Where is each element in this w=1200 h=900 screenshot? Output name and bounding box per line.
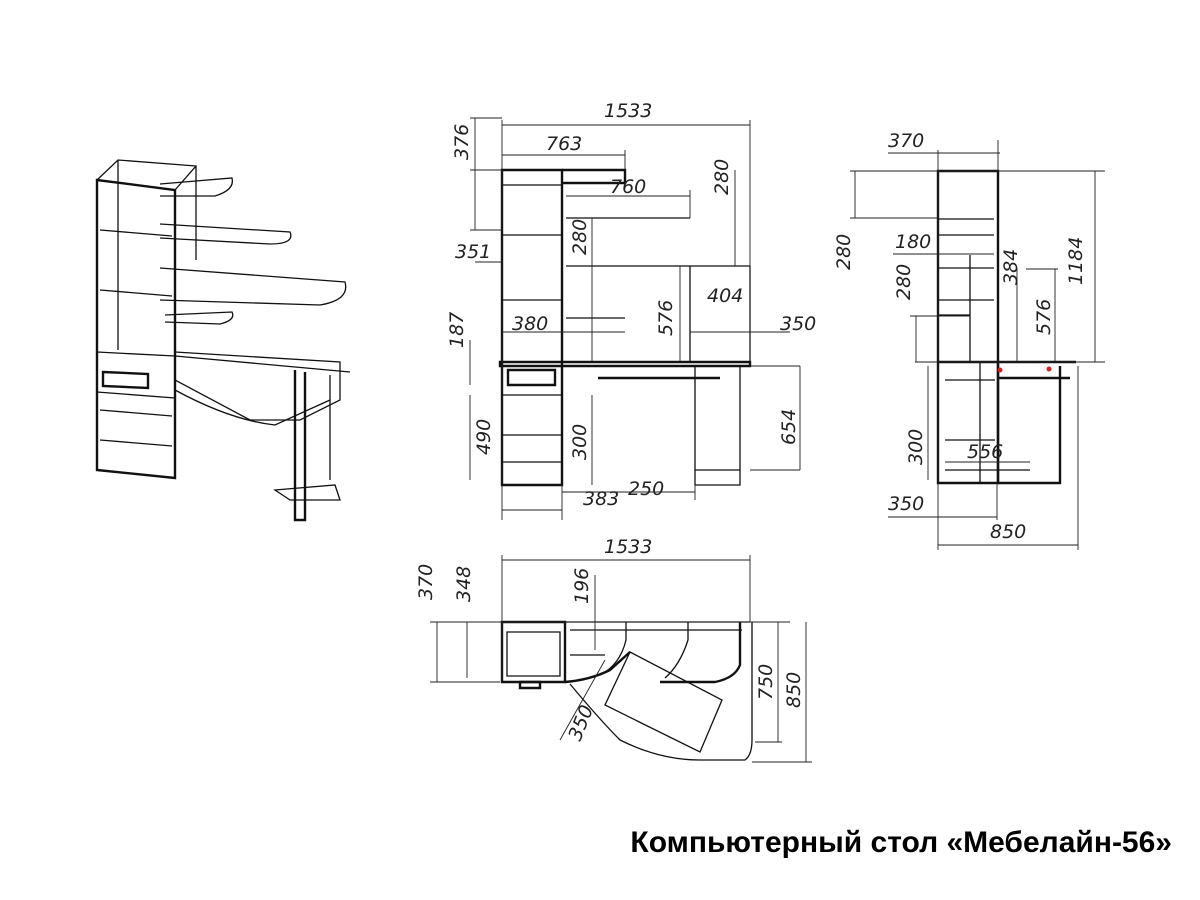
svg-text:280: 280 [893,264,915,300]
svg-text:1533: 1533 [604,536,652,558]
svg-text:760: 760 [610,176,646,198]
svg-text:300: 300 [569,424,591,460]
svg-text:850: 850 [783,672,805,708]
svg-text:404: 404 [707,285,743,307]
svg-text:376: 376 [451,124,473,160]
svg-text:383: 383 [583,488,619,510]
side-view [850,140,1105,550]
isometric-view [95,159,351,522]
svg-text:350: 350 [564,702,598,744]
svg-text:763: 763 [546,133,582,155]
svg-text:187: 187 [446,312,468,348]
svg-text:370: 370 [415,564,437,600]
svg-text:350: 350 [888,493,924,515]
front-view [469,117,801,520]
svg-text:556: 556 [967,441,1003,463]
front-dimension-labels: 1533 763 760 280 376 280 351 404 576 380… [446,100,816,510]
top-view [430,555,812,763]
svg-text:280: 280 [569,219,591,255]
svg-text:1184: 1184 [1065,237,1087,285]
svg-text:351: 351 [455,241,491,263]
svg-text:280: 280 [833,234,855,270]
svg-text:654: 654 [778,409,800,445]
svg-text:850: 850 [990,521,1026,543]
side-dimension-labels: 370 280 180 280 384 576 1184 300 556 350… [833,130,1087,543]
svg-text:576: 576 [1033,299,1055,335]
svg-text:300: 300 [905,429,927,465]
svg-text:380: 380 [512,313,548,335]
svg-text:250: 250 [628,478,664,500]
svg-text:576: 576 [655,300,677,336]
svg-text:490: 490 [473,419,495,455]
svg-text:350: 350 [780,313,816,335]
svg-text:180: 180 [895,231,931,253]
drawing-title: Компьютерный стол «Мебелайн-56» [630,826,1172,859]
top-dimension-labels: 1533 370 348 196 350 750 850 [415,536,805,744]
svg-text:196: 196 [571,568,593,604]
svg-text:750: 750 [755,664,777,700]
svg-text:348: 348 [453,566,475,602]
svg-text:384: 384 [1000,249,1022,285]
svg-text:1533: 1533 [604,100,652,122]
svg-text:370: 370 [888,130,924,152]
svg-text:280: 280 [711,159,733,195]
